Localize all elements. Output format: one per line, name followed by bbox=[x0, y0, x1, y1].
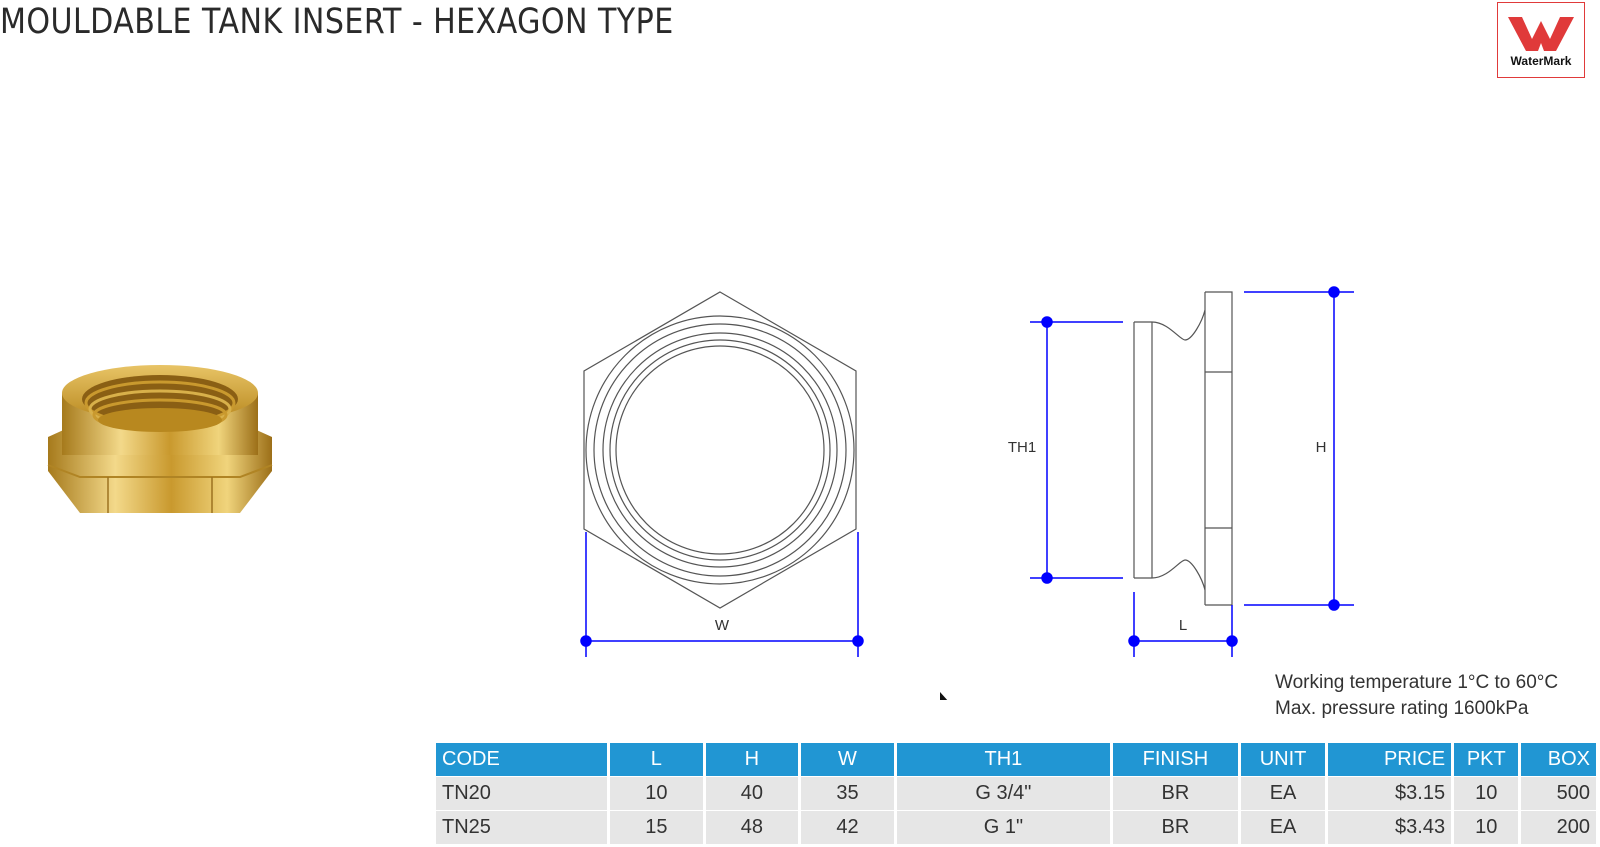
cell-price: $3.15 bbox=[1328, 777, 1452, 810]
table-row: TN20 10 40 35 G 3/4" BR EA $3.15 10 500 bbox=[436, 777, 1596, 810]
watermark-logo-text: WaterMark bbox=[1510, 54, 1572, 68]
cell-box: 500 bbox=[1521, 777, 1596, 810]
cell-th1: G 3/4" bbox=[896, 777, 1111, 810]
page-title: MOULDABLE TANK INSERT - HEXAGON TYPE bbox=[0, 2, 674, 42]
column-header-code: CODE bbox=[436, 743, 608, 776]
product-photo bbox=[47, 365, 273, 513]
specs-block: Working temperature 1°C to 60°C Max. pre… bbox=[1275, 670, 1558, 722]
dimension-label-h: H bbox=[1316, 439, 1327, 456]
product-table: CODE L H W TH1 FINISH UNIT PRICE PKT BOX… bbox=[433, 742, 1599, 845]
hexagon-front-view bbox=[583, 291, 857, 609]
cell-unit: EA bbox=[1240, 777, 1326, 810]
column-header-box: BOX bbox=[1521, 743, 1596, 776]
dimension-label-w: W bbox=[715, 617, 730, 634]
table-row: TN25 15 48 42 G 1" BR EA $3.43 10 200 bbox=[436, 811, 1596, 844]
column-header-th1: TH1 bbox=[896, 743, 1111, 776]
dimension-label-th1: TH1 bbox=[1008, 439, 1036, 456]
cell-h: 40 bbox=[705, 777, 799, 810]
working-temperature: Working temperature 1°C to 60°C bbox=[1275, 672, 1559, 693]
cell-l: 15 bbox=[610, 811, 703, 844]
pressure-rating: Max. pressure rating 1600kPa bbox=[1275, 698, 1529, 719]
dimension-lines bbox=[580, 286, 1354, 657]
cell-finish: BR bbox=[1113, 811, 1238, 844]
column-header-l: L bbox=[610, 743, 703, 776]
cell-th1: G 1" bbox=[896, 811, 1111, 844]
column-header-w: W bbox=[801, 743, 894, 776]
cell-l: 10 bbox=[610, 777, 703, 810]
cell-w: 35 bbox=[801, 777, 894, 810]
cell-pkt: 10 bbox=[1454, 811, 1519, 844]
column-header-unit: UNIT bbox=[1240, 743, 1326, 776]
cell-code: TN20 bbox=[436, 777, 608, 810]
cell-pkt: 10 bbox=[1454, 777, 1519, 810]
cell-w: 42 bbox=[801, 811, 894, 844]
cell-unit: EA bbox=[1240, 811, 1326, 844]
column-header-price: PRICE bbox=[1328, 743, 1452, 776]
technical-drawing: W TH1 H L bbox=[580, 286, 1354, 700]
cell-finish: BR bbox=[1113, 777, 1238, 810]
side-profile-view bbox=[1133, 291, 1233, 606]
cell-box: 200 bbox=[1521, 811, 1596, 844]
mouse-cursor-icon bbox=[940, 692, 948, 700]
column-header-h: H bbox=[705, 743, 799, 776]
watermark-w-icon bbox=[1508, 17, 1574, 51]
cell-code: TN25 bbox=[436, 811, 608, 844]
watermark-logo: WaterMark bbox=[1497, 2, 1585, 78]
column-header-pkt: PKT bbox=[1454, 743, 1519, 776]
column-header-finish: FINISH bbox=[1113, 743, 1238, 776]
dimension-label-l: L bbox=[1179, 617, 1187, 634]
cell-price: $3.43 bbox=[1328, 811, 1452, 844]
cell-h: 48 bbox=[705, 811, 799, 844]
table-header-row: CODE L H W TH1 FINISH UNIT PRICE PKT BOX bbox=[436, 743, 1596, 776]
